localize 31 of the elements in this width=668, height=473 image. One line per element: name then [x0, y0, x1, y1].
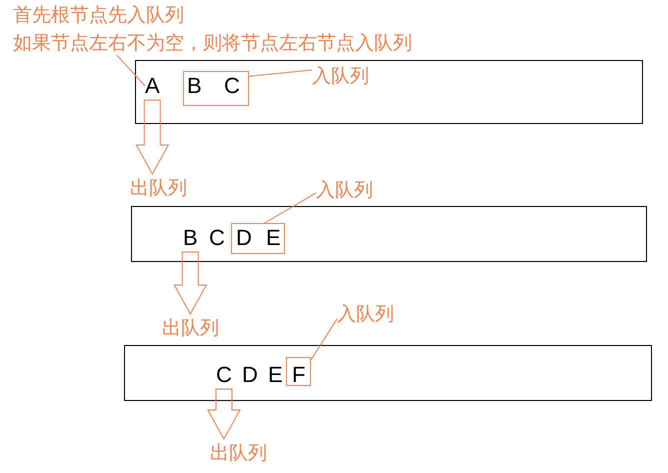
dequeue-label: 出队列: [162, 316, 219, 340]
highlight-box: [183, 71, 249, 106]
queue-element: E: [266, 227, 281, 249]
queue-element: D: [236, 227, 252, 249]
queue-element: B: [183, 227, 198, 249]
queue-element: A: [145, 75, 160, 97]
queue-element: F: [292, 364, 306, 386]
highlight-box: [231, 223, 285, 254]
block-arrow: [173, 252, 208, 316]
leader-line: [310, 318, 338, 360]
queue-element: B: [187, 75, 202, 97]
queue-element: C: [224, 75, 240, 97]
highlight-box: [286, 357, 311, 386]
annotation-text: 如果节点左右不为空，则将节点左右节点入队列: [13, 31, 412, 55]
block-arrow: [207, 388, 241, 440]
leader-line: [116, 54, 146, 86]
queue-element: D: [242, 364, 258, 386]
enqueue-label: 入队列: [312, 64, 369, 88]
queue-element: C: [216, 364, 232, 386]
enqueue-label: 入队列: [316, 178, 373, 202]
enqueue-label: 入队列: [337, 302, 394, 326]
note-text: 首先根节点先入队列: [13, 3, 184, 27]
queue-element: E: [268, 364, 283, 386]
queue-element: C: [209, 227, 225, 249]
leader-line: [248, 70, 312, 77]
block-arrow: [135, 100, 170, 176]
dequeue-label: 出队列: [210, 441, 267, 465]
queue-box: [135, 60, 643, 124]
dequeue-label: 出队列: [130, 176, 187, 200]
queue-box: [124, 345, 652, 401]
queue-box: [131, 206, 647, 262]
